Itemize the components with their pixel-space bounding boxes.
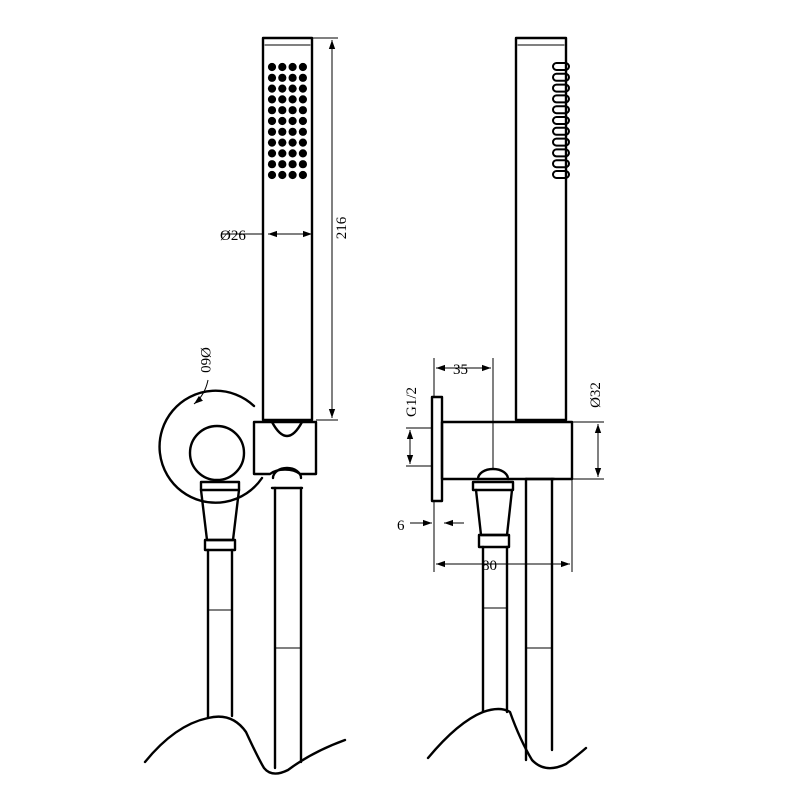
side-spray-nozzle [552, 137, 570, 147]
spray-nozzle [298, 149, 307, 158]
spray-nozzle [267, 62, 277, 72]
dim-bracket-diameter: Ø60 [193, 347, 213, 405]
spray-nozzle [278, 138, 287, 147]
outlet-offset-label: 35 [453, 362, 468, 378]
side-spray-nozzle [552, 116, 570, 125]
spray-nozzle [267, 95, 277, 104]
spray-nozzle [278, 116, 287, 126]
spray-nozzle [267, 116, 277, 126]
spray-nozzle [288, 170, 297, 180]
dim-overall-depth: 80 [436, 479, 573, 574]
spray-nozzle [298, 106, 307, 115]
spray-nozzle [278, 149, 287, 158]
spray-nozzle [267, 138, 277, 147]
spray-nozzle [288, 95, 297, 104]
dim-handpiece-length: 216 [312, 37, 350, 421]
front-wall-bracket [158, 389, 318, 504]
side-spray-nozzle [552, 72, 570, 82]
spray-nozzle [278, 160, 287, 169]
spray-nozzle [288, 116, 297, 126]
front-hose-left [206, 548, 234, 720]
dim-flange-thickness: 6 [397, 501, 464, 572]
spray-nozzle [298, 127, 307, 136]
spray-nozzle [267, 106, 277, 115]
spray-nozzle [267, 84, 277, 93]
side-spray-nozzle [552, 105, 570, 115]
side-spray-nozzle [552, 159, 570, 169]
spray-nozzle [267, 160, 277, 169]
side-handpiece [514, 36, 570, 422]
bracket-diameter-label: Ø60 [197, 347, 213, 373]
front-hose-loop [143, 715, 347, 775]
spray-nozzle [267, 149, 277, 158]
spray-nozzle [298, 95, 307, 104]
side-view: 35 G1/2 Ø32 6 80 [397, 36, 604, 770]
dim-outlet-offset: 35 [433, 358, 494, 470]
side-elbow-body [440, 420, 574, 481]
spray-nozzle [288, 73, 297, 82]
dim-elbow-diameter: Ø32 [572, 382, 604, 480]
side-hose-loop [426, 707, 588, 770]
front-hose-right [270, 466, 304, 770]
side-spray-nozzle [552, 83, 570, 93]
handpiece-length-label: 216 [334, 216, 350, 239]
overall-depth-label: 80 [482, 558, 497, 574]
spray-nozzle [288, 138, 297, 147]
side-spray-nozzle [552, 62, 570, 71]
spray-nozzle [288, 127, 297, 136]
side-spray-nozzle [552, 126, 570, 136]
spray-nozzle [278, 73, 287, 82]
front-hose-nut [199, 480, 241, 552]
side-nozzle-column [552, 62, 570, 179]
spray-nozzle [278, 106, 287, 115]
side-spray-nozzle [552, 148, 570, 158]
spray-nozzle [298, 160, 307, 169]
spray-nozzle [298, 73, 307, 82]
spray-nozzle [298, 84, 307, 93]
thread-size-label: G1/2 [404, 387, 420, 417]
front-handpiece [261, 36, 314, 422]
spray-nozzle [278, 127, 287, 136]
spray-nozzle [267, 73, 277, 82]
spray-nozzle [267, 127, 277, 136]
spray-nozzle [288, 62, 297, 72]
front-view: Ø26 216 Ø60 [143, 36, 350, 775]
side-spray-nozzle [552, 170, 570, 179]
dim-thread: G1/2 [404, 387, 432, 467]
spray-nozzle [278, 84, 287, 93]
spray-nozzle [288, 160, 297, 169]
spray-nozzle [298, 170, 307, 180]
side-hose-left [481, 545, 509, 714]
spray-nozzle [278, 170, 287, 180]
spray-nozzle [288, 106, 297, 115]
nozzle-grid [267, 62, 307, 180]
side-spray-nozzle [552, 94, 570, 104]
spray-nozzle [288, 149, 297, 158]
flange-thickness-label: 6 [397, 518, 405, 534]
spray-nozzle [298, 138, 307, 147]
spray-nozzle [267, 170, 277, 180]
spray-nozzle [298, 116, 307, 126]
spray-nozzle [278, 62, 287, 72]
elbow-diameter-label: Ø32 [588, 382, 604, 408]
side-hose-right [524, 477, 556, 762]
spray-nozzle [278, 95, 287, 104]
side-hose-nut [471, 480, 515, 549]
spray-nozzle [288, 84, 297, 93]
side-wall-flange [430, 395, 444, 503]
spray-nozzle [298, 62, 307, 72]
handpiece-diameter-label: Ø26 [220, 228, 246, 244]
side-outlet-cap [476, 467, 510, 481]
dim-handpiece-diameter: Ø26 [220, 228, 312, 244]
